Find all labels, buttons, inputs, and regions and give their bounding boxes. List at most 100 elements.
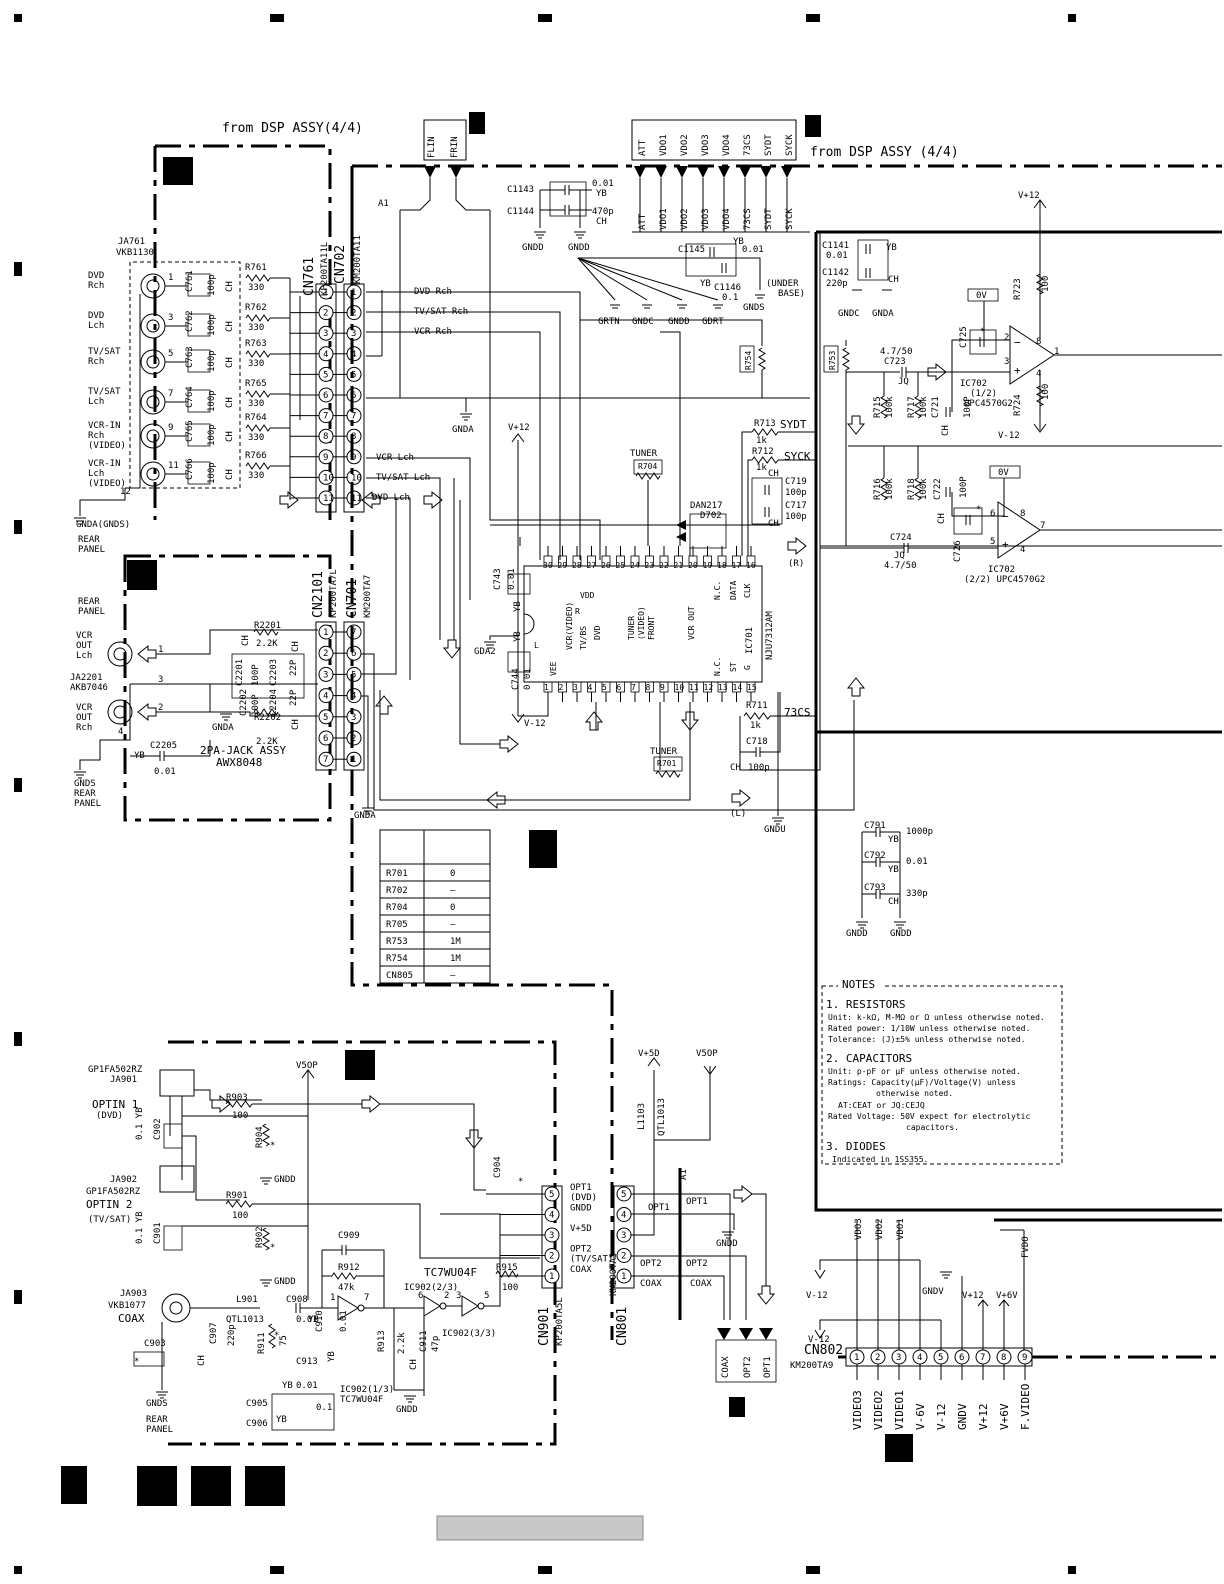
cn2101-pin-num: 2 [323,649,328,659]
cn802-label-5: GNDV [956,1403,969,1430]
vm12-label-ic701: V-12 [524,719,546,729]
c909-symbol [341,1245,347,1255]
cap-small-value: 330p [906,889,928,899]
table-cell-part: R754 [386,954,408,964]
gnds-rear-label: GNDS [74,779,96,789]
coax-jack-inner [169,1301,183,1315]
c904-label: C904 [493,1156,503,1178]
a1-label: A1 [378,199,389,209]
c908-type: YB [308,1315,319,1325]
r711-label: R711 [746,701,768,711]
wire [660,331,681,546]
jack-label-4: Rch [88,431,104,441]
cap-small-type: CH [888,897,899,907]
bus-header-box [631,119,797,161]
rca-jack-inner [146,429,160,443]
r754-box [739,345,755,373]
c1145-label: C1145 [678,245,705,255]
jack-label-1: Lch [88,321,104,331]
out-label-box [715,1339,777,1383]
arrow-cn801-down [756,1285,776,1305]
c906-type: YB [276,1415,287,1425]
r704-symbol [635,472,661,480]
ic902c-label: IC902(3/3) [442,1329,496,1339]
notes-l3: Tolerance: (J)±5% unless otherwise noted… [828,1035,1025,1044]
r912-value: 47k [338,1283,355,1293]
cap-small-label: C792 [864,851,886,861]
jack-pin: 1 [168,273,173,283]
cn761-pin-num: 7 [323,412,328,422]
r712-label: R712 [752,447,774,457]
c1141-type: YB [886,243,897,253]
c721-value: 100P [963,396,973,418]
cn702-pin-num: 6 [351,391,356,401]
r902-label: R902 [255,1226,265,1248]
notes-title-bg [838,978,884,992]
r753-box [823,345,839,373]
vm12-label-cn802-b: V-12 [808,1335,830,1345]
gnda-cn701-symbol [362,807,374,815]
ic701-pin-bottom-num: 15 [747,683,757,692]
res-symbol [245,462,271,470]
gnds-rear-label: PANEL [74,799,101,809]
cn802-pin-num: 5 [938,1353,943,1363]
r2201-value: 2.2K [256,639,278,649]
cn802-pin-num: 6 [959,1353,964,1363]
ja903-part: VKB1077 [108,1301,146,1311]
r715-symbol [880,395,888,419]
c744-value: 0.01 [523,668,533,690]
c1146-label: C1146 [714,283,741,293]
r712-value: 1k [756,463,767,473]
cn901-pin-num: 3 [549,1231,554,1241]
cn901-label-3: (TV/SAT) [570,1255,613,1265]
ic702b-triangle [997,501,1041,559]
table-cell-value: — [450,886,456,896]
ic701-pin-bottom-num: 13 [718,683,728,692]
notes-l8: Rated Voltage: 50V expect for electrolyt… [828,1112,1030,1121]
c910-label: C910 [315,1310,325,1332]
cn801-coax-b: COAX [690,1279,712,1289]
c718-symbol [755,747,761,757]
c913-type: YB [282,1381,293,1391]
c2203-label: C2203 [269,659,279,686]
ic701-pin-top-num: 28 [572,561,582,570]
rca-jack-inner [146,355,160,369]
table-frame [379,829,491,984]
c905-c906-box [271,1393,335,1431]
ic701-notch [523,613,535,635]
cn761-label: CN761 [302,257,317,296]
ic701-st: ST [729,662,738,672]
notes-h2: 2. CAPACITORS [826,1052,912,1065]
c2204-value: 22P [289,689,299,706]
vcr-out-lch: VCR [76,631,93,641]
c717-label: C717 [785,501,807,511]
cn802-pin-num: 8 [1001,1353,1006,1363]
cn802-top-fvdo: FVDO [1021,1236,1031,1258]
bus-signal-att: ATT [638,139,648,156]
r712-symbol [751,456,779,464]
optin1-label: OPTIN 1 [92,1098,138,1111]
cap-c762: C762 [185,310,195,332]
ic701-pin-top-num: 24 [630,561,640,570]
cap-box [549,181,587,217]
cn901-pin-num: 2 [549,1252,554,1262]
v6v-label-cn802: V+6V [996,1291,1018,1301]
l901-part: QTL1013 [226,1315,264,1325]
cn802-label-8: F.VIDEO [1019,1384,1032,1430]
gndc-label-2: GNDC [838,309,860,319]
cn802-pin-num: 4 [917,1353,922,1363]
c1145-value: 0.01 [742,245,764,255]
cn701-pin-num: 3 [351,713,356,723]
ja902-label: JA902 [110,1175,137,1185]
cn702-pin-num: 11 [351,494,362,504]
optical-receiver-1 [159,1069,195,1097]
wire [182,1135,240,1201]
vm12-label-cn802: V-12 [806,1291,828,1301]
arrow-right-1 [499,734,519,754]
c1143-type: YB [596,189,607,199]
cn901-body [541,1185,563,1289]
c717-type: CH [768,519,779,529]
